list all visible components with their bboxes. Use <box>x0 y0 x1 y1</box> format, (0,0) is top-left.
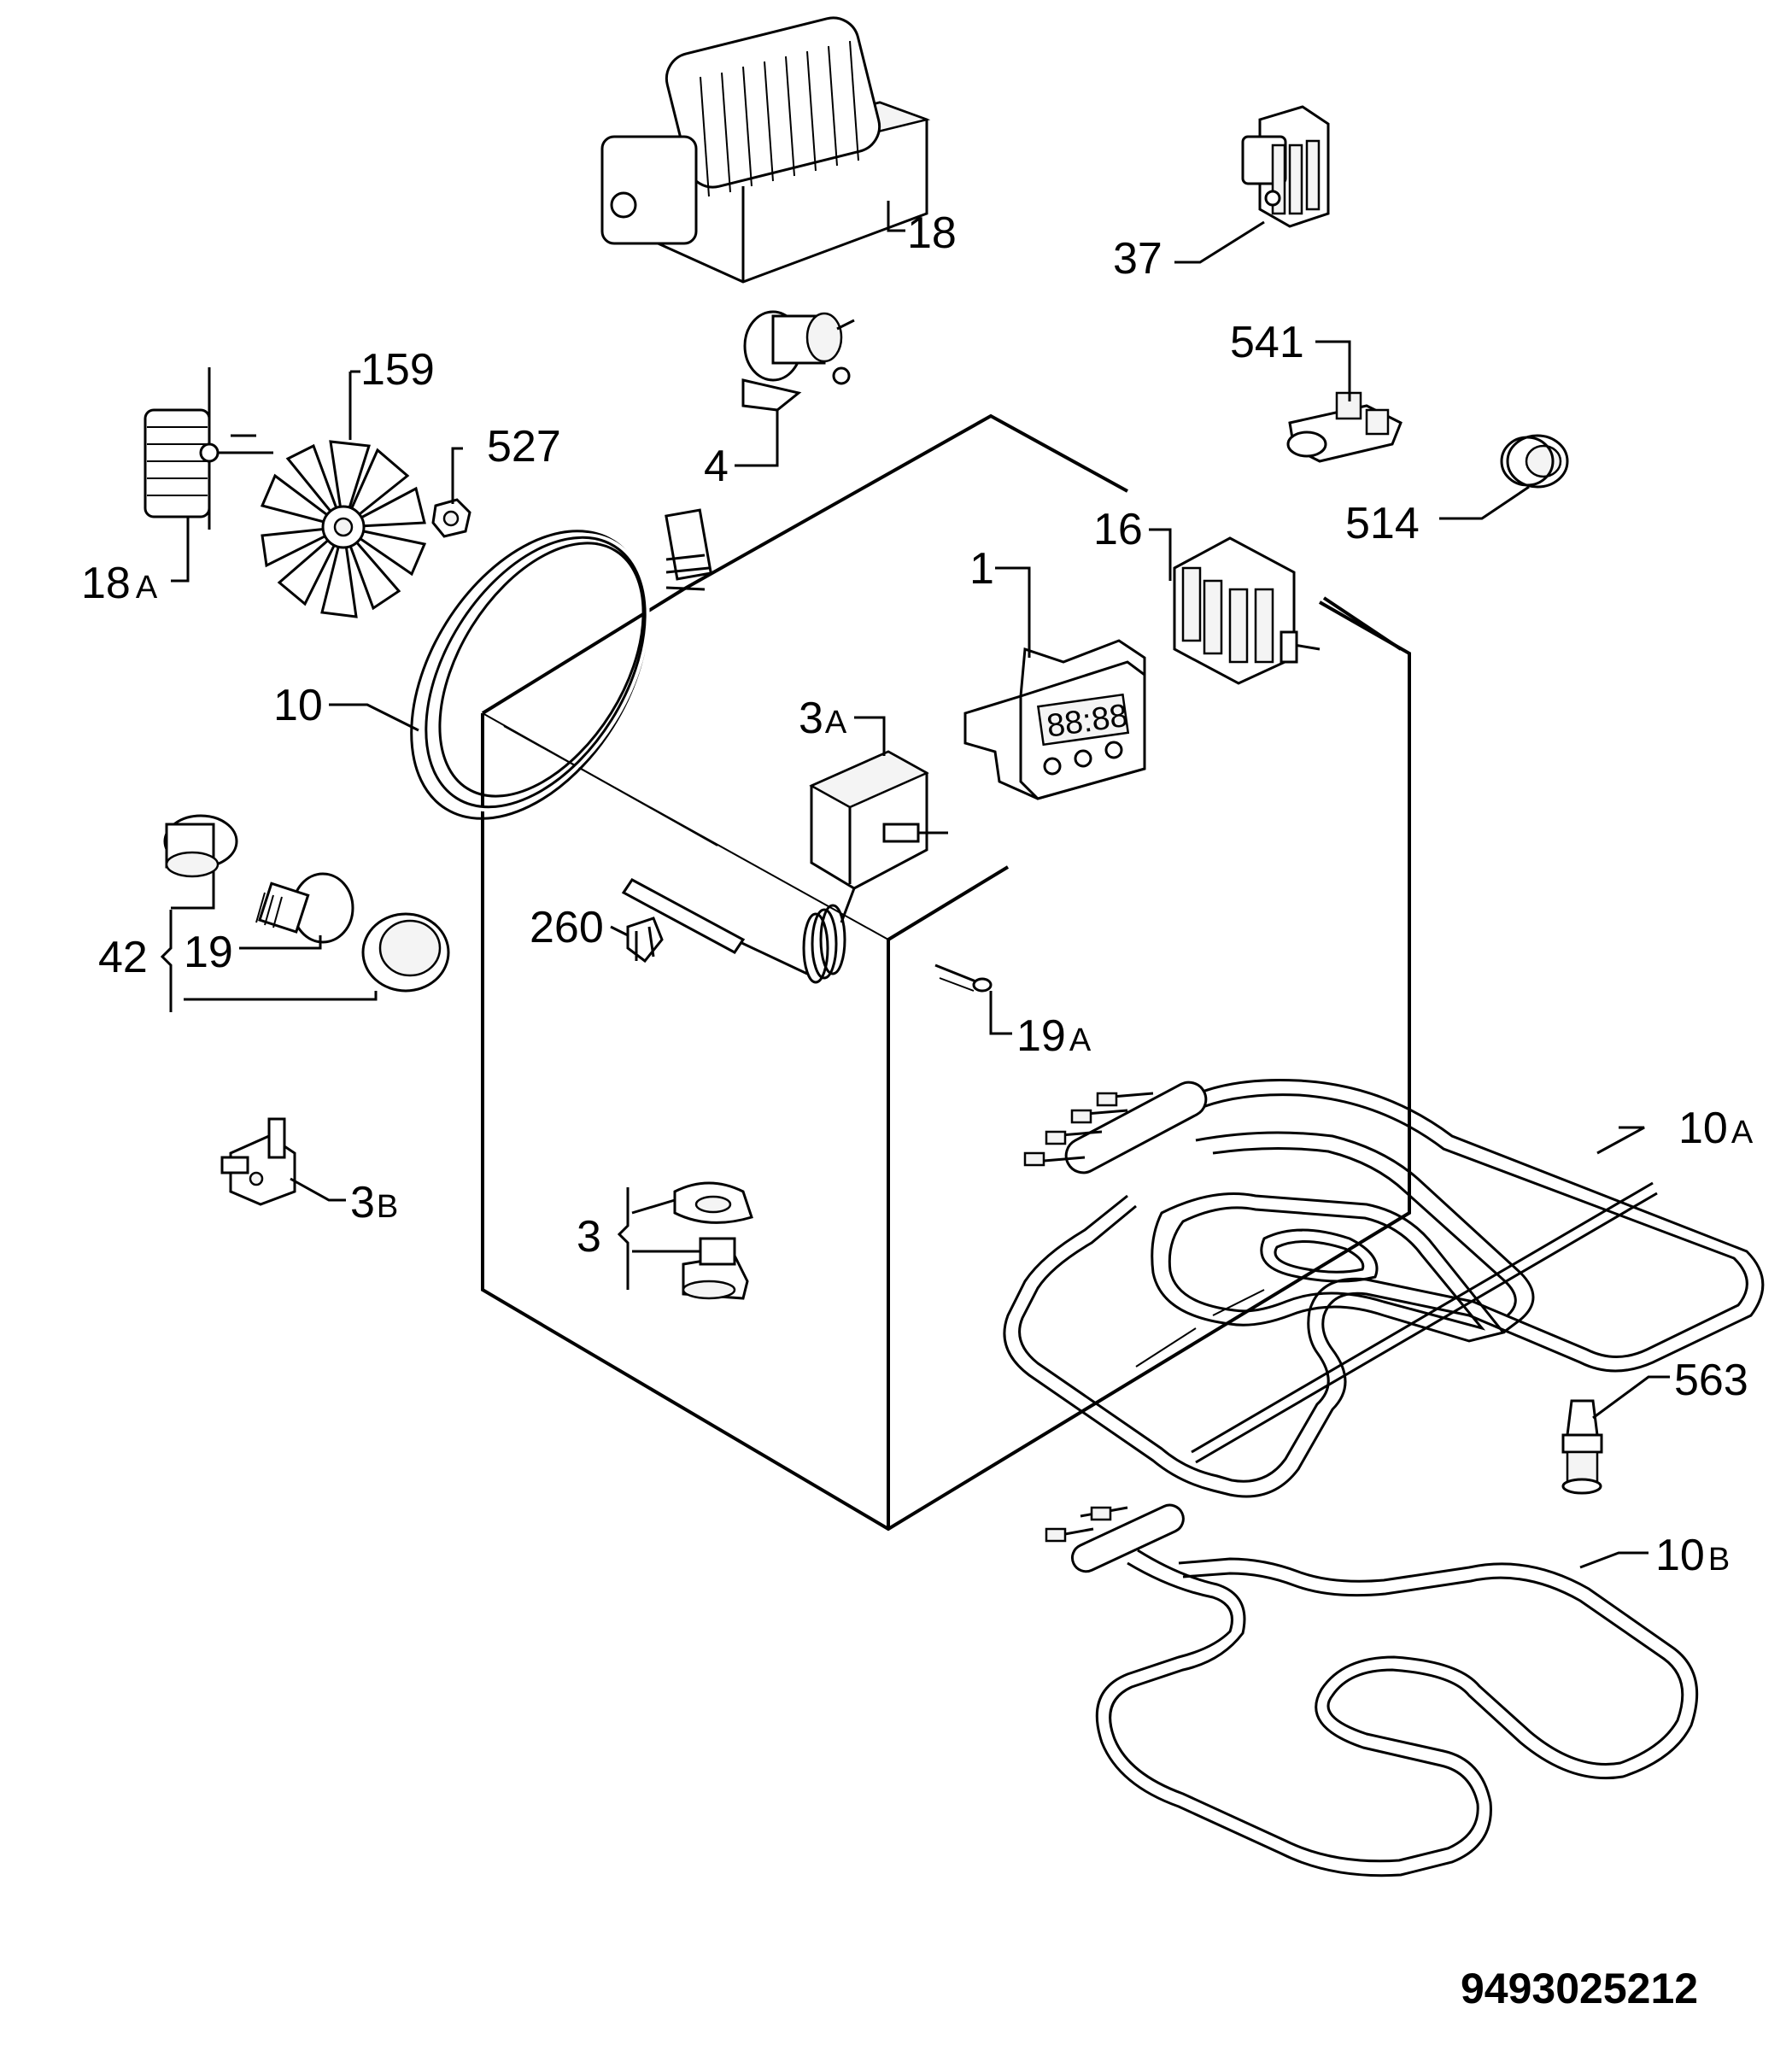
label-260: 260 <box>530 903 604 952</box>
part-514-bushing <box>1500 434 1569 489</box>
label-10: 10 <box>273 681 323 730</box>
label-563: 563 <box>1674 1356 1748 1405</box>
part-541-terminal-block <box>1286 391 1403 463</box>
label-3B: 3B <box>350 1178 398 1227</box>
part-18A-fan-motor <box>143 367 273 530</box>
part-260-clip <box>626 917 664 964</box>
part-1-electronic-timer: 88:88 <box>963 639 1146 800</box>
label-1: 1 <box>969 544 994 594</box>
lamp-holder <box>163 814 238 878</box>
part-3-thermostat-pair <box>673 1181 753 1300</box>
label-541: 541 <box>1230 318 1304 367</box>
oven-cavity-box <box>481 413 1411 1532</box>
label-527: 527 <box>487 422 561 472</box>
label-159: 159 <box>360 345 435 395</box>
leader-lines <box>160 201 1670 1569</box>
part-563-grommet <box>1561 1399 1603 1495</box>
label-3: 3 <box>577 1212 601 1262</box>
part-4-motor <box>741 310 855 412</box>
label-19: 19 <box>184 928 233 977</box>
part-37-connector <box>1241 105 1330 228</box>
label-16: 16 <box>1093 505 1143 554</box>
part-10A-grill-element <box>1003 1078 1765 1498</box>
part-10B-bottom-element <box>1045 1503 1699 1877</box>
label-42: 42 <box>98 933 148 982</box>
part-3B-thermal-cutout <box>220 1117 296 1206</box>
lamp-bulb <box>255 872 354 944</box>
part-42-lamp-assembly <box>163 814 450 993</box>
label-37: 37 <box>1113 234 1162 284</box>
part-16-selector-switch <box>1173 536 1321 685</box>
part-19A-cable <box>934 964 993 993</box>
label-514: 514 <box>1345 499 1420 548</box>
part-3A-thermostat <box>621 750 948 984</box>
lamp-cover <box>361 912 450 993</box>
label-3A: 3A <box>799 694 847 743</box>
part-10-circular-element <box>410 508 713 820</box>
document-number: 9493025212 <box>1461 1965 1698 2012</box>
part-159-fan-impeller <box>260 440 427 618</box>
part-18-tangential-fan <box>600 16 931 284</box>
part-527-nut <box>431 498 471 538</box>
label-4: 4 <box>704 442 729 491</box>
label-18: 18 <box>907 208 957 258</box>
